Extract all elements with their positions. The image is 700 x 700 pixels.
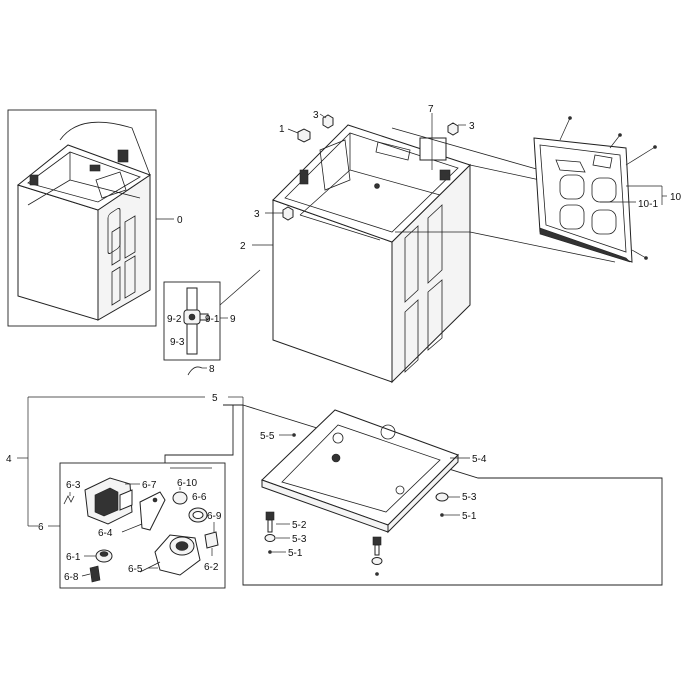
callout-label: 5-1 bbox=[288, 548, 303, 559]
callout-5-4: 5-4 bbox=[450, 454, 487, 465]
callout-label: 5-3 bbox=[292, 534, 307, 545]
cabinet-assembly-0 bbox=[16, 121, 152, 321]
bracket-6-4 bbox=[121, 491, 166, 533]
callout-label: 6-9 bbox=[207, 511, 222, 522]
callout-6-4: 6-4 bbox=[98, 528, 113, 539]
foot-left bbox=[264, 511, 290, 554]
callout-6-9: 6-9 bbox=[207, 511, 222, 532]
callout-label: 1 bbox=[279, 124, 285, 135]
part-6-1 bbox=[84, 549, 113, 563]
part-6-2 bbox=[204, 531, 219, 556]
assembly-0-box bbox=[7, 109, 157, 327]
part-3-b: 3 bbox=[447, 121, 475, 136]
callout-label: 6-3 bbox=[66, 480, 81, 491]
part-3-a: 3 bbox=[313, 110, 334, 129]
callout-6-2: 6-2 bbox=[204, 562, 219, 573]
callout-6-7: 6-7 bbox=[142, 480, 157, 491]
part-8: 8 bbox=[187, 364, 215, 376]
callout-10-1: 10-1 bbox=[600, 199, 658, 210]
callout-5-3-left: 5-3 bbox=[292, 534, 307, 545]
callout-label: 10-1 bbox=[638, 199, 658, 210]
callout-label: 6-7 bbox=[142, 480, 157, 491]
callout-5-1-right: 5-1 bbox=[462, 511, 477, 522]
callout-6-8: 6-8 bbox=[64, 572, 79, 583]
part-6-8 bbox=[81, 565, 101, 583]
callout-5: 5 bbox=[28, 393, 244, 405]
callout-label: 10 bbox=[670, 192, 682, 203]
part-6-10 bbox=[170, 467, 212, 505]
callout-label: 9-1 bbox=[205, 314, 220, 325]
callout-label: 2 bbox=[240, 241, 246, 252]
hose-assembly-9 bbox=[183, 287, 209, 355]
part-7: 7 bbox=[428, 104, 434, 170]
callout-label: 6-5 bbox=[128, 564, 143, 575]
callout-9-1: 9-1 bbox=[205, 314, 220, 325]
callout-4: 4 bbox=[6, 397, 38, 527]
callout-label: 0 bbox=[177, 215, 183, 226]
part-1: 1 bbox=[279, 124, 311, 143]
base-frame-5-4 bbox=[261, 409, 459, 534]
part-3-c: 3 bbox=[254, 206, 294, 221]
callout-5-3-right: 5-3 bbox=[462, 492, 477, 503]
pump-housing-6-5 bbox=[139, 534, 201, 576]
callout-10: 10 bbox=[626, 185, 682, 205]
seal-6-6 bbox=[188, 507, 208, 523]
callout-label: 6-1 bbox=[66, 552, 81, 563]
callout-label: 6-8 bbox=[64, 572, 79, 583]
callout-label: 9-2 bbox=[167, 314, 182, 325]
callout-label: 4 bbox=[6, 454, 12, 465]
callout-label: 5-4 bbox=[472, 454, 487, 465]
callout-label: 6-2 bbox=[204, 562, 219, 573]
cabinet-2 bbox=[272, 124, 471, 384]
rear-panel-10 bbox=[391, 116, 657, 263]
foot-right bbox=[435, 492, 460, 517]
callout-6-5: 6-5 bbox=[128, 564, 143, 575]
callout-5-2: 5-2 bbox=[292, 520, 307, 531]
part-6-3 bbox=[63, 492, 75, 505]
callout-9-2: 9-2 bbox=[167, 314, 182, 325]
callout-label: 5-1 bbox=[462, 511, 477, 522]
callout-6: 6 bbox=[38, 522, 60, 533]
callout-label: 5 bbox=[212, 393, 218, 404]
assembly-6-box bbox=[59, 405, 234, 589]
callout-6-6: 6-6 bbox=[192, 492, 207, 503]
callout-label: 6 bbox=[38, 522, 44, 533]
callout-label: 5-2 bbox=[292, 520, 307, 531]
callout-9-3: 9-3 bbox=[170, 337, 185, 348]
callout-label: 3 bbox=[254, 209, 260, 220]
callout-label: 3 bbox=[469, 121, 475, 132]
callout-6-10: 6-10 bbox=[177, 478, 197, 489]
callout-6-1: 6-1 bbox=[66, 552, 81, 563]
callout-label: 5-5 bbox=[260, 431, 275, 442]
callout-label: 8 bbox=[209, 364, 215, 375]
callout-label: 9-3 bbox=[170, 337, 185, 348]
callout-label: 6-10 bbox=[177, 478, 197, 489]
callout-2: 2 bbox=[240, 241, 273, 252]
callout-label: 6-6 bbox=[192, 492, 207, 503]
callout-6-3: 6-3 bbox=[66, 480, 81, 491]
pump-motor-6-7 bbox=[84, 477, 140, 525]
callout-9: 9 bbox=[219, 269, 261, 325]
callout-label: 6-4 bbox=[98, 528, 113, 539]
callout-0: 0 bbox=[156, 215, 183, 226]
foot-middle bbox=[371, 536, 383, 576]
callout-label: 9 bbox=[230, 314, 236, 325]
assembly-9-box bbox=[163, 281, 221, 361]
callout-5-1-left: 5-1 bbox=[288, 548, 303, 559]
callout-label: 5-3 bbox=[462, 492, 477, 503]
callout-label: 3 bbox=[313, 110, 319, 121]
callout-5-5: 5-5 bbox=[260, 431, 296, 442]
callout-label: 7 bbox=[428, 104, 434, 115]
